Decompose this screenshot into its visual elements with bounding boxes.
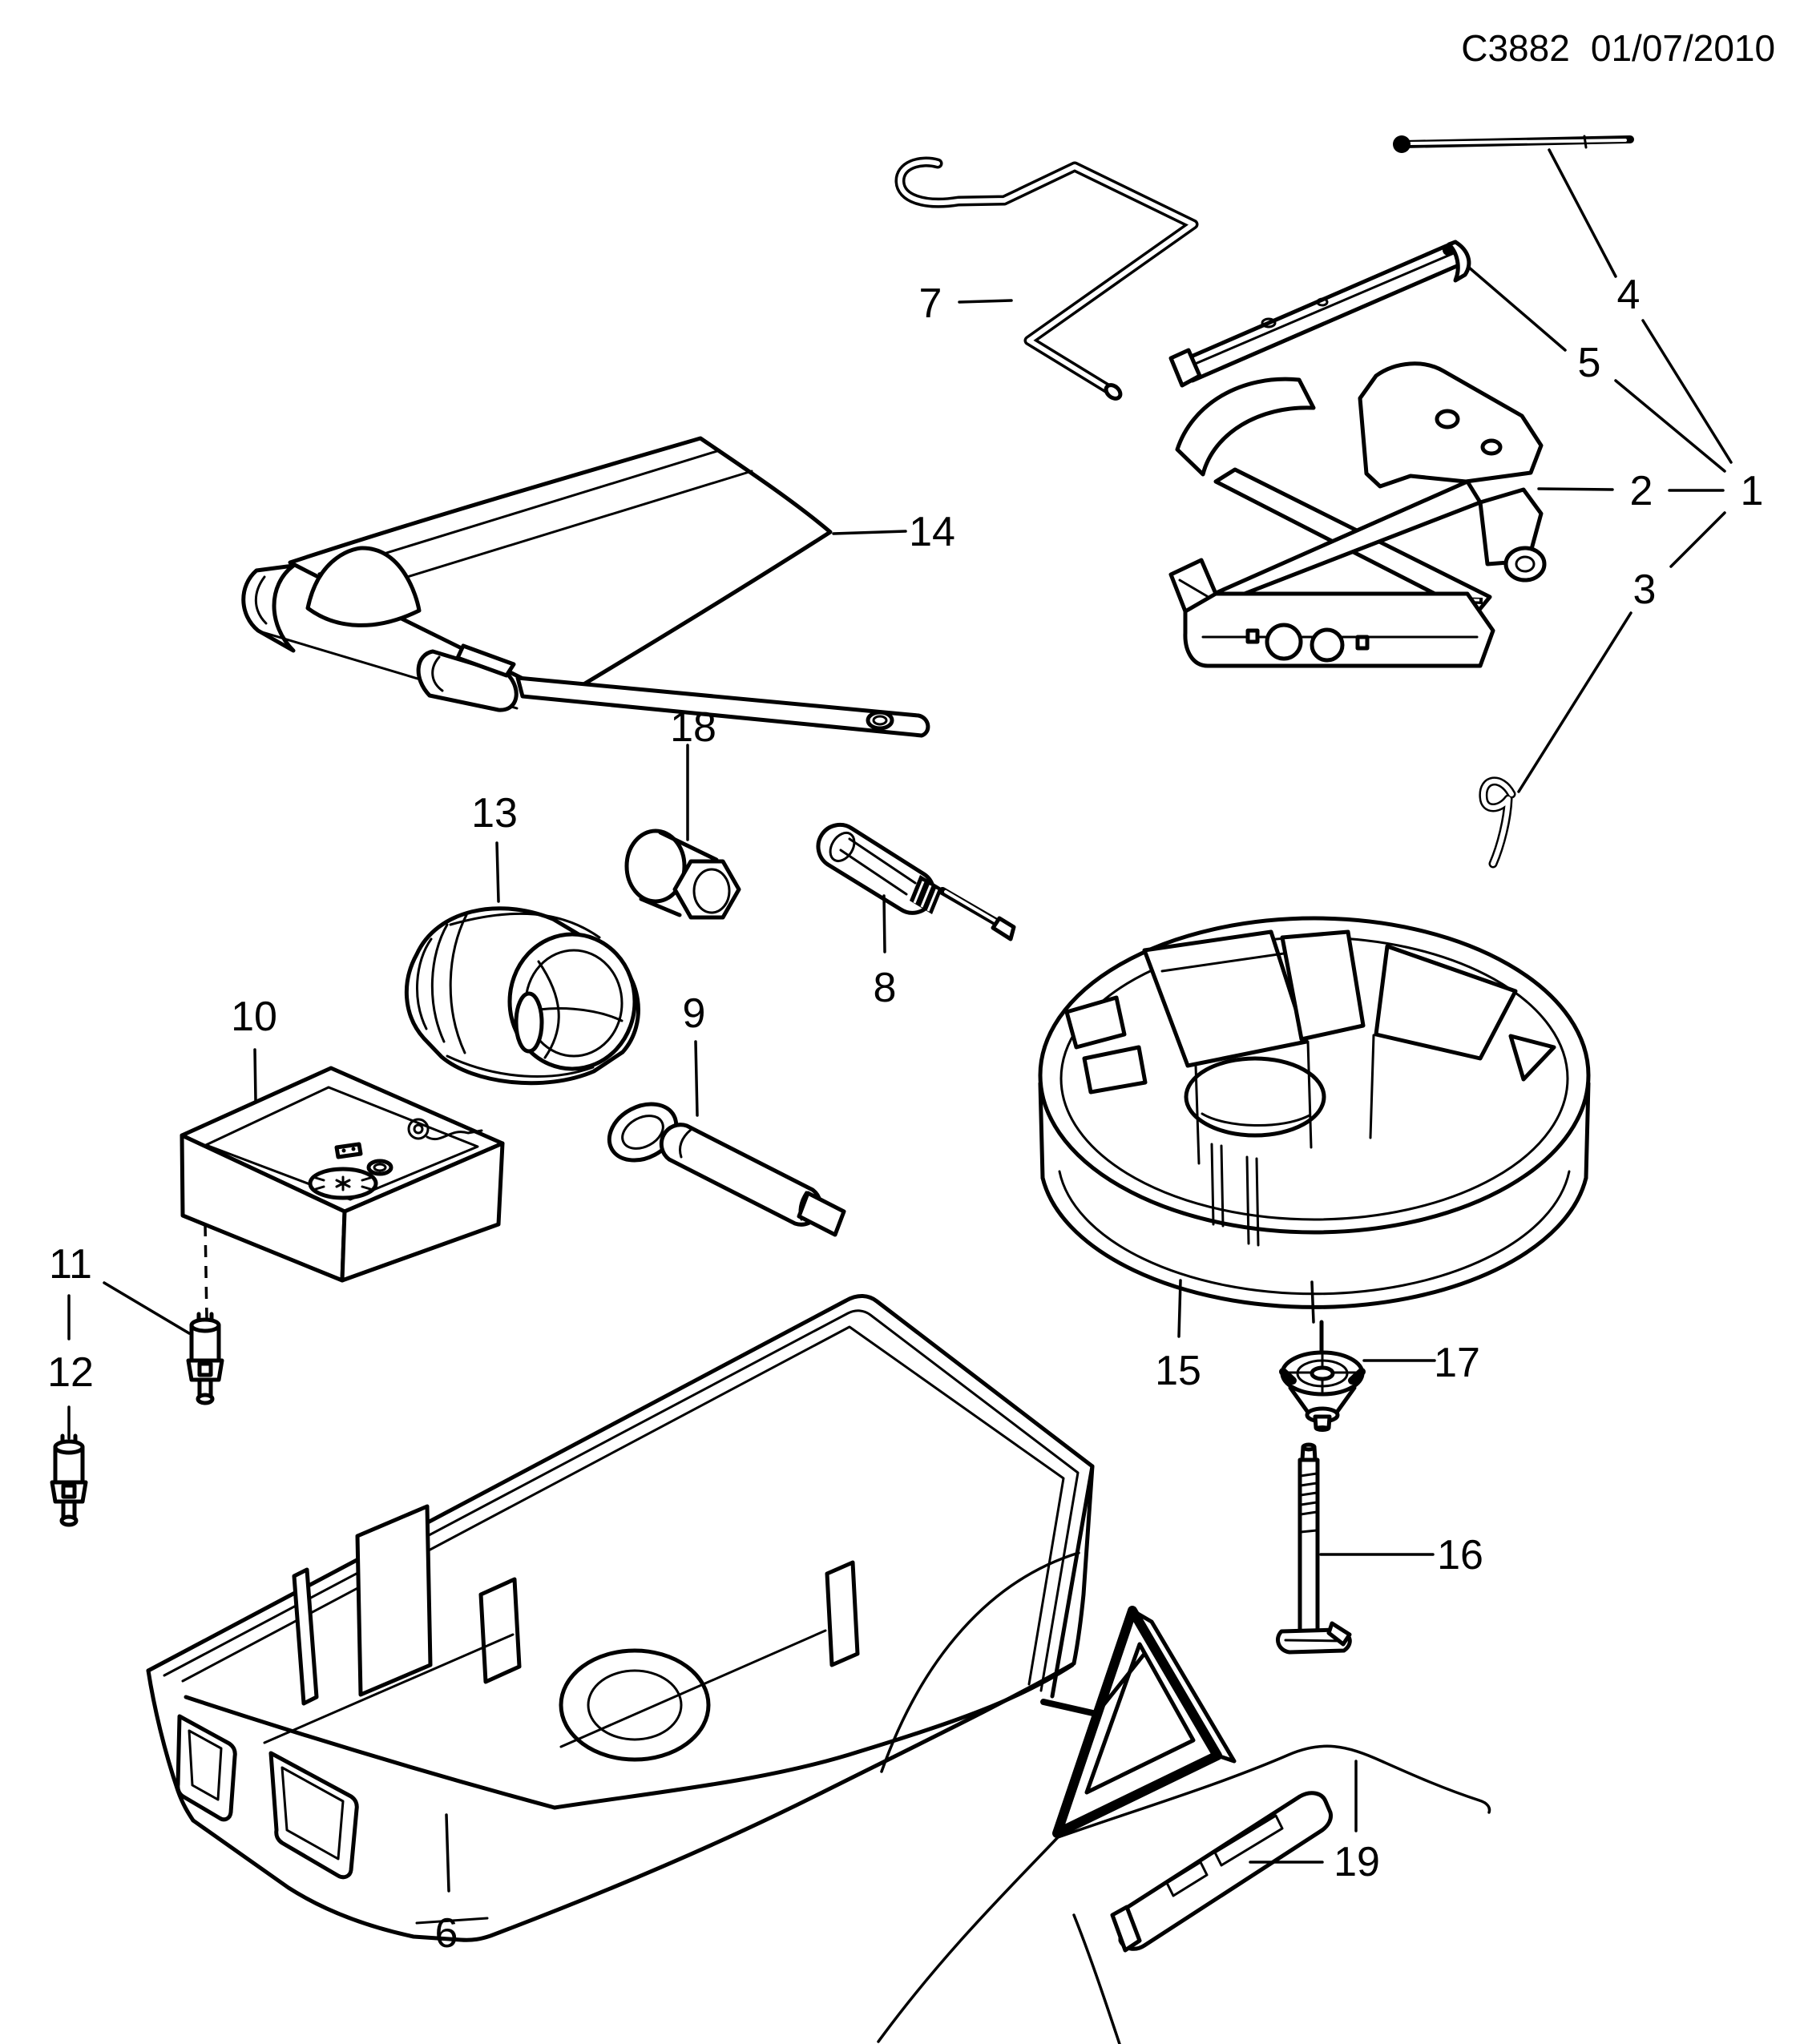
part-storage-tray — [146, 1294, 1095, 1942]
callout-10: 10 — [231, 994, 277, 1040]
drawing-date: 01/07/2010 — [1591, 27, 1775, 69]
callout-2: 2 — [1630, 468, 1653, 514]
part-wheel-brace — [894, 156, 1199, 401]
leader-lines — [67, 148, 1733, 1893]
part-retainer-disc — [1279, 1320, 1366, 1432]
part-scissor-jack — [1168, 361, 1547, 668]
part-jack-lever — [1168, 240, 1471, 388]
callout-18: 18 — [670, 704, 716, 751]
part-adapter-11 — [186, 1312, 224, 1405]
part-cover-cap — [404, 906, 640, 1086]
callout-7: 7 — [919, 280, 942, 327]
callout-6: 6 — [435, 1910, 458, 1957]
part-warning-triangle — [877, 1551, 1491, 2044]
part-retaining-bolt — [1276, 1442, 1352, 1655]
callout-16: 16 — [1437, 1532, 1483, 1578]
part-tool-bag — [241, 436, 930, 738]
part-jack-rod — [1393, 135, 1634, 153]
part-valve-tool — [607, 1102, 846, 1237]
callout-12: 12 — [47, 1349, 94, 1396]
callout-15: 15 — [1155, 1348, 1201, 1394]
part-sealant-kit-box — [180, 1066, 505, 1283]
callout-8: 8 — [874, 965, 897, 1011]
callout-4: 4 — [1617, 272, 1641, 318]
callout-3: 3 — [1633, 566, 1657, 613]
callout-19: 19 — [1334, 1839, 1380, 1885]
part-screwdriver — [816, 822, 1016, 941]
callout-9: 9 — [683, 990, 706, 1037]
callout-numbers: 1 2 3 4 5 6 7 8 9 10 11 12 13 14 15 16 1… — [47, 272, 1763, 1957]
part-adapter-12 — [50, 1433, 88, 1527]
part-hook — [1479, 776, 1516, 869]
part-foam-insert — [1038, 916, 1591, 1309]
callout-13: 13 — [471, 790, 518, 837]
callout-11: 11 — [49, 1241, 92, 1288]
part-socket — [624, 828, 741, 920]
drawing-code: C3882 — [1461, 27, 1570, 69]
callout-5: 5 — [1578, 340, 1601, 386]
callout-17: 17 — [1434, 1340, 1480, 1386]
header: C3882 01/07/2010 — [1461, 27, 1775, 69]
callout-1: 1 — [1741, 468, 1764, 514]
callout-14: 14 — [909, 509, 955, 555]
